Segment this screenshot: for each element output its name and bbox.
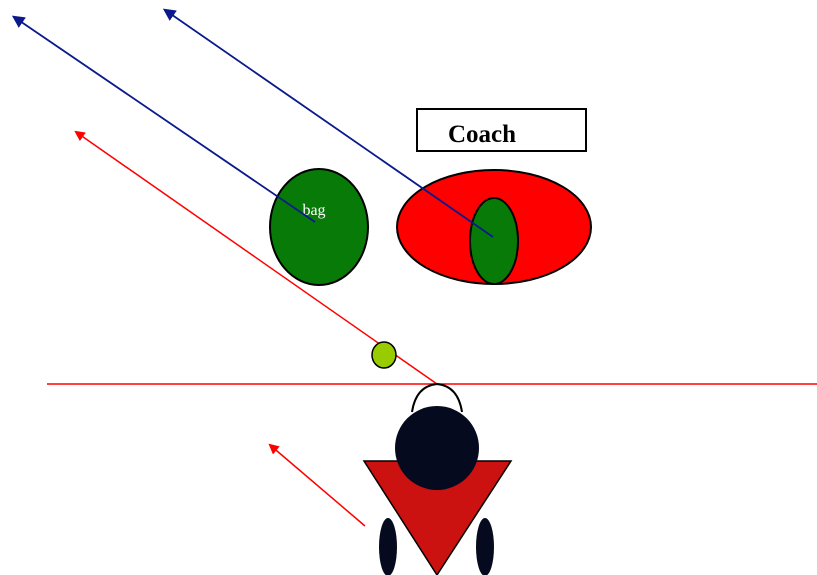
- ball-path-arrow: [74, 130, 438, 385]
- player-head: [395, 406, 479, 490]
- player-hands: [411, 382, 463, 413]
- player-right-foot: [476, 518, 494, 575]
- ball-icon: [371, 341, 397, 369]
- coach-label: Coach: [448, 121, 516, 148]
- bag-shape: [269, 168, 369, 286]
- player-left-foot: [379, 518, 397, 575]
- bag-label: bag: [302, 202, 325, 219]
- blue-arrow-right: [162, 8, 494, 238]
- coach-inner-shape: [469, 197, 519, 285]
- coach-label-box: [416, 108, 587, 152]
- blue-arrow-left: [11, 15, 316, 223]
- player-figure: [362, 382, 513, 575]
- player-movement-arrow: [268, 443, 366, 527]
